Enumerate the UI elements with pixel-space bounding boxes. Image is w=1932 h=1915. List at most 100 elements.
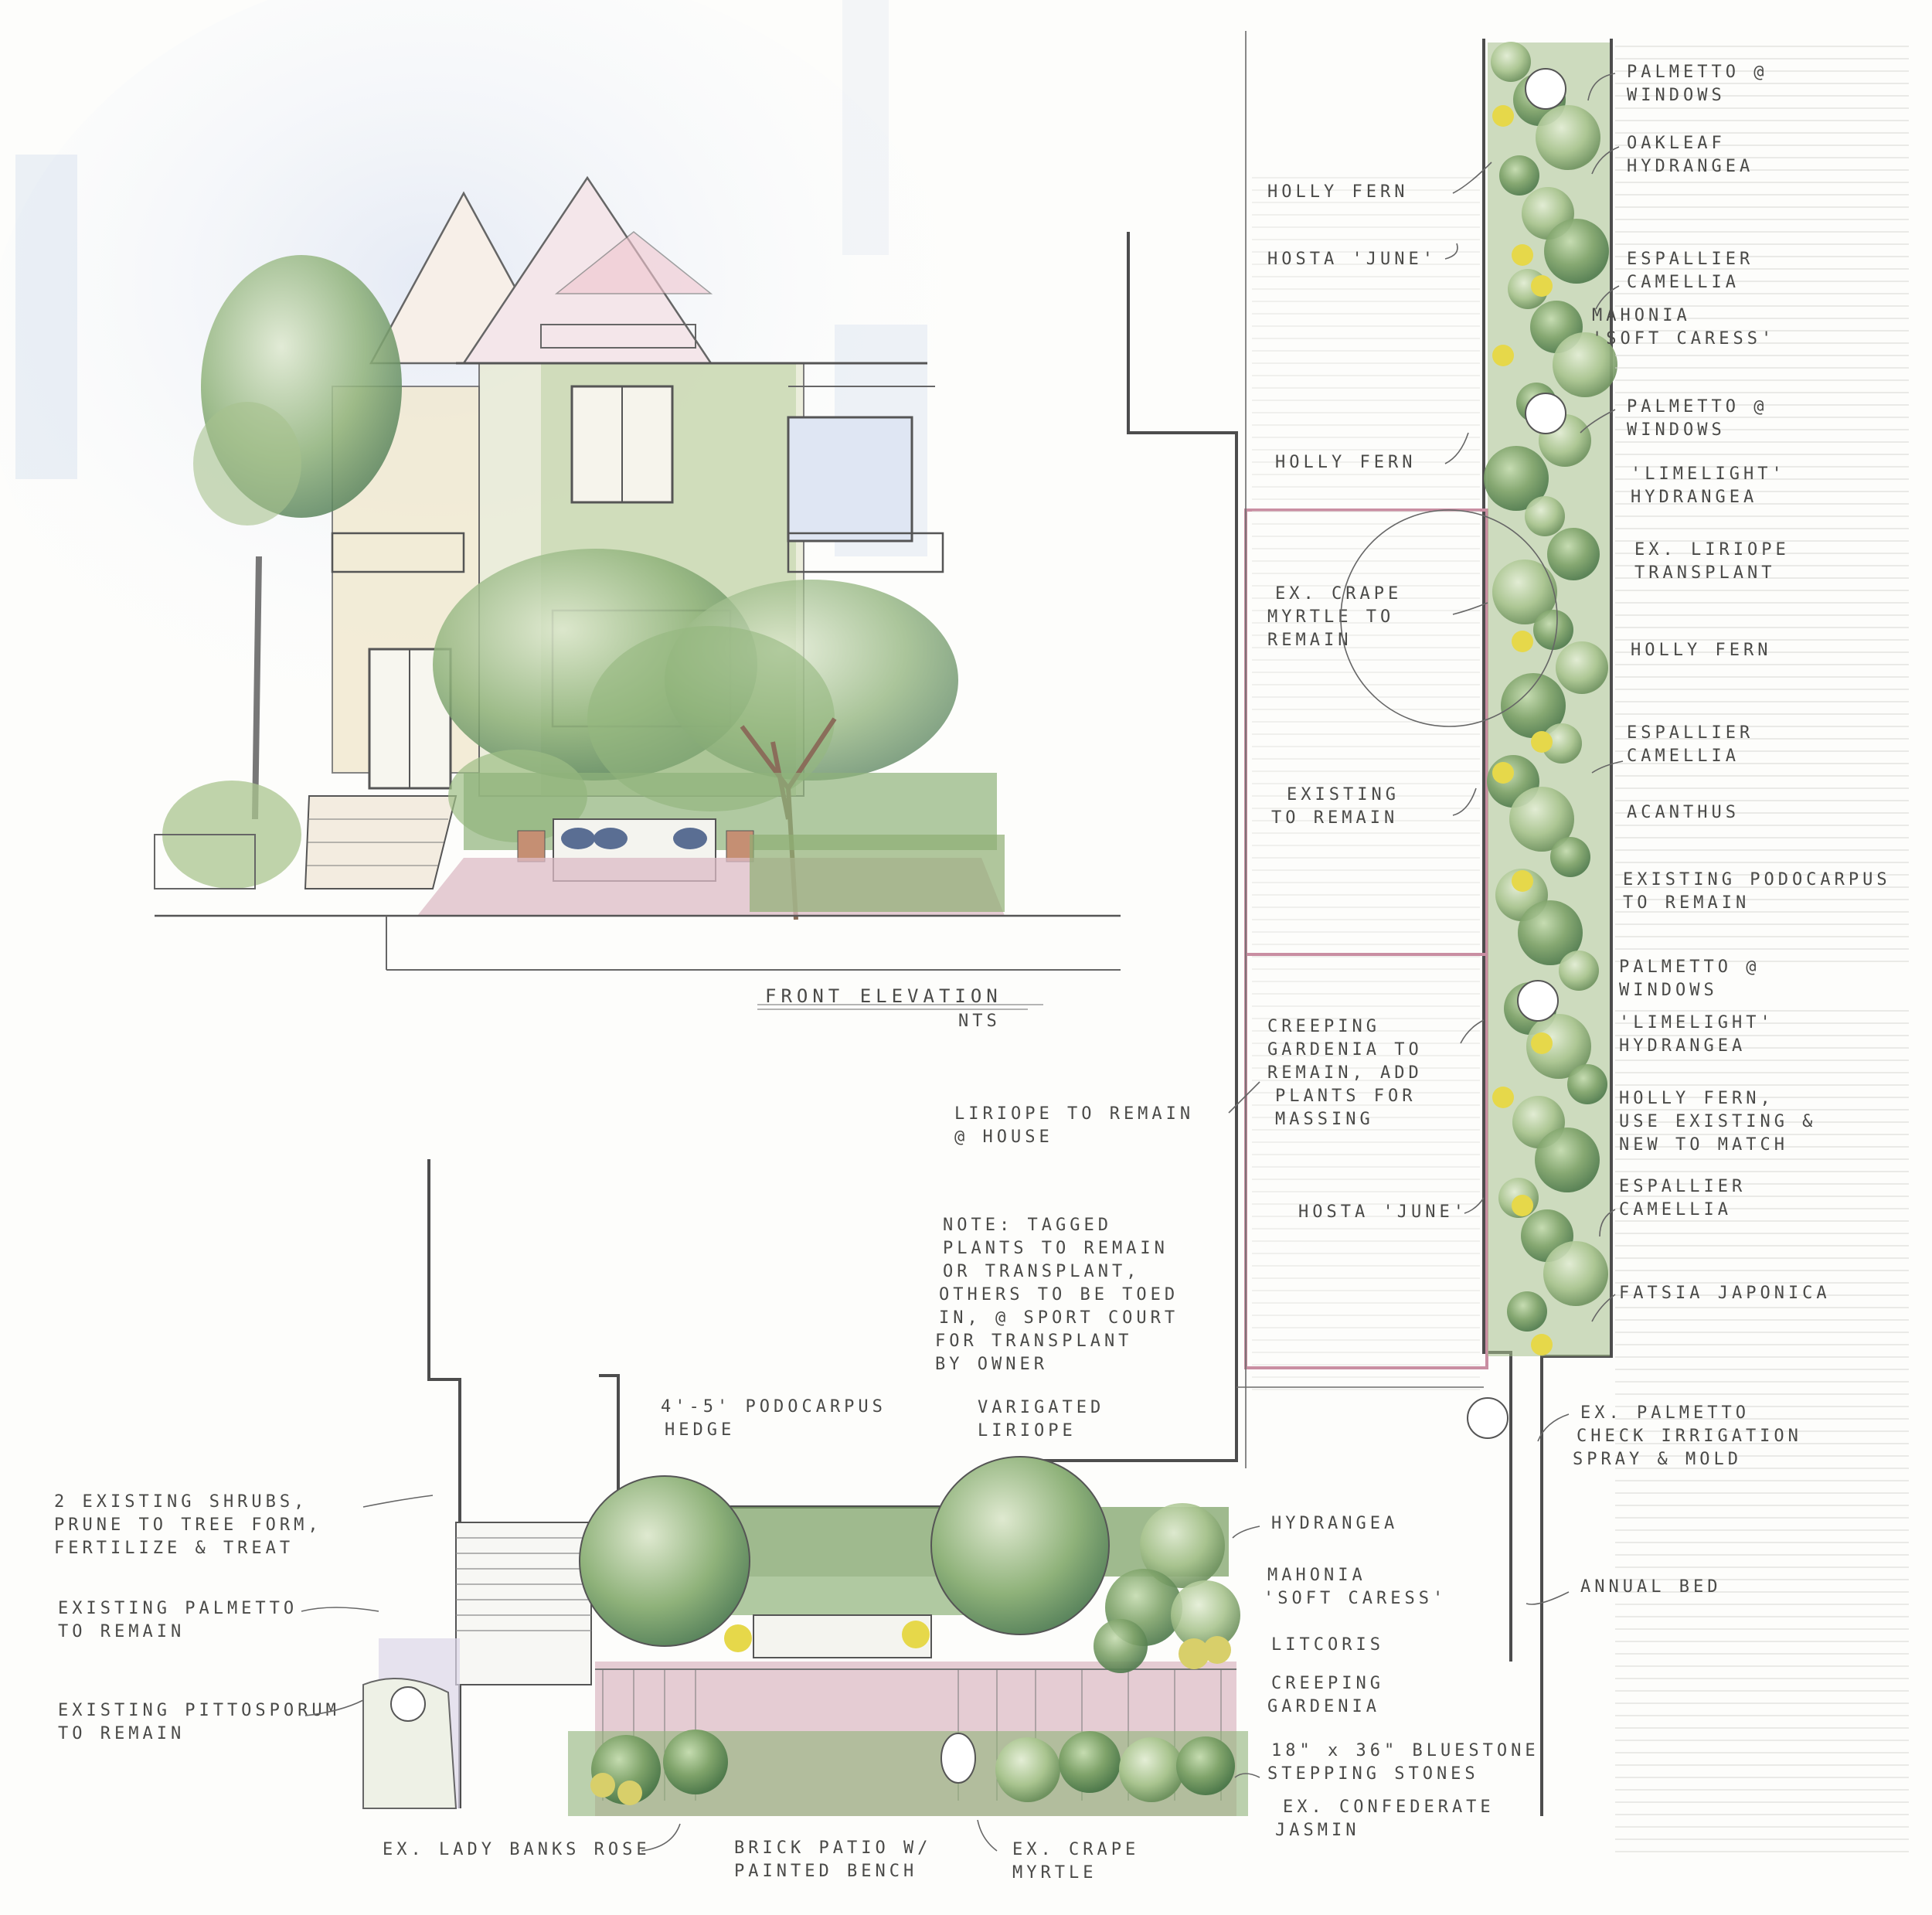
plant-label: TO REMAIN [1271,808,1398,828]
crape-myrtle-elevation [433,549,958,920]
plant-label: REMAIN [1267,631,1352,650]
camellia-star-symbol [1531,731,1553,753]
plant-label: MYRTLE TO [1267,607,1394,627]
liriope-note: @ HOUSE [954,1128,1053,1147]
camellia-star-symbol [1512,631,1533,652]
plant-label: EX. CRAPE [1012,1840,1139,1859]
camellia-star-symbol [1512,244,1533,266]
liriope-note: LIRIOPE TO REMAIN [954,1104,1194,1124]
plant-label: ESPALLIER [1627,250,1753,269]
plant-label: GARDENIA TO [1267,1040,1423,1060]
plant-label: EXISTING [1287,785,1400,804]
shrub-symbol [1544,219,1609,284]
palmetto-tree-elevation [193,255,402,820]
tagged-note-line: OTHERS TO BE TOED [939,1285,1179,1304]
label-rule-lines [1252,46,1909,1852]
shrub-symbol [1535,1128,1600,1192]
elevation-scale: NTS [958,1012,1001,1031]
shrub-symbol [1533,610,1573,650]
front-garden-labels: 4'-5' PODOCARPUS HEDGE VARIGATED LIRIOPE… [54,1397,1536,1883]
plant-label: CHECK IRRIGATION [1577,1427,1802,1446]
plant-label: WINDOWS [1627,420,1726,440]
shrub-symbol [1484,446,1549,511]
shrub-symbol [1526,1014,1591,1079]
plant-label: 'SOFT CARESS' [1264,1589,1447,1608]
plant-label: HOSTA 'JUNE' [1298,1202,1468,1222]
plant-label: 'LIMELIGHT' [1619,1013,1774,1032]
camellia-star-symbol [1531,1032,1553,1054]
tagged-note-line: FOR TRANSPLANT [935,1332,1132,1351]
plant-label: FERTILIZE & TREAT [54,1539,294,1558]
shrub-symbol [1567,1064,1607,1104]
plant-label: HOLLY FERN [1267,182,1408,202]
tagged-note-line: PLANTS TO REMAIN [943,1239,1168,1258]
plant-label: HOLLY FERN [1631,641,1771,660]
shrub-symbol [1499,155,1539,196]
side-yard-right-labels: PALMETTO @ WINDOWS OAKLEAF HYDRANGEA ESP… [1573,63,1891,1597]
camellia-star-symbol [1492,762,1514,784]
plant-label: TRANSPLANT [1634,563,1775,583]
shrub-symbol [1507,1291,1547,1332]
elevation-title: FRONT ELEVATION [765,985,1002,1007]
plant-label: HYDRANGEA [1627,157,1753,176]
plant-label: ANNUAL BED [1580,1577,1721,1597]
shrub-symbol [1543,1241,1608,1306]
plant-label: GARDENIA [1267,1697,1380,1716]
camellia-star-symbol [1531,275,1553,297]
plant-label: HYDRANGEA [1631,488,1757,507]
plant-label: EX. CONFEDERATE [1283,1798,1495,1817]
shrub-symbol [1542,723,1582,764]
tagged-note-line: IN, @ SPORT COURT [939,1308,1179,1328]
front-elevation [0,0,1121,1010]
plant-label: 2 EXISTING SHRUBS, [54,1492,308,1512]
shrub-symbol [1550,837,1590,877]
plant-label: HOLLY FERN, [1619,1089,1774,1108]
plant-label: NEW TO MATCH [1619,1135,1788,1155]
side-yard-left-labels: HOLLY FERN HOSTA 'JUNE' HOLLY FERN EX. C… [1267,182,1468,1222]
plant-label: MASSING [1275,1110,1374,1129]
plant-label: TO REMAIN [58,1724,185,1743]
plant-label: EXISTING PITTOSPORUM [58,1701,340,1720]
camellia-star-symbol [1512,1195,1533,1216]
plant-label: PALMETTO @ [1619,958,1760,977]
plant-label: 'LIMELIGHT' [1631,464,1786,484]
plant-label: CAMELLIA [1627,273,1740,292]
camellia-star-symbol [1512,870,1533,892]
plant-label: MAHONIA [1267,1566,1366,1585]
plant-label: PALMETTO @ [1627,63,1767,82]
plant-label: REMAIN, ADD [1267,1063,1423,1083]
shrub-symbol [1501,673,1566,738]
plant-label: STEPPING STONES [1267,1764,1479,1784]
palmetto-symbol [1525,68,1566,110]
plant-label: OAKLEAF [1627,134,1726,153]
hedge-bench-elevation [154,773,1005,916]
plant-label: HOLLY FERN [1275,453,1416,472]
plant-label: VARIGATED [978,1398,1104,1417]
plant-label: CREEPING [1267,1017,1380,1036]
plant-label: USE EXISTING & [1619,1112,1816,1131]
plant-label: CAMELLIA [1627,747,1740,766]
camellia-star-symbol [1531,1334,1553,1355]
plant-label: HEDGE [665,1420,735,1440]
plant-label: MYRTLE [1012,1863,1097,1883]
shrub-symbol [1518,900,1583,965]
plant-label: TO REMAIN [1623,893,1750,913]
side-yard-planting-strip [1467,42,1617,1439]
plant-label: FATSIA JAPONICA [1619,1284,1831,1303]
shrub-symbol [1509,787,1574,852]
camellia-star-symbol [1492,105,1514,127]
plant-label: MAHONIA [1592,306,1691,325]
plant-label: PLANTS FOR [1275,1087,1416,1106]
elevation-title-block: FRONT ELEVATION NTS [765,985,1002,1031]
plant-label: EXISTING PODOCARPUS [1623,870,1891,889]
shrub-symbol [1553,332,1617,397]
shrub-symbol [1525,496,1565,536]
palmetto-symbol [1467,1397,1509,1439]
plant-label: PRUNE TO TREE FORM, [54,1515,322,1535]
shrub-symbol [1547,528,1600,580]
tagged-note-line: OR TRANSPLANT, [943,1262,1140,1281]
plant-label: HYDRANGEA [1619,1036,1746,1056]
plant-label: PALMETTO @ [1627,397,1767,417]
